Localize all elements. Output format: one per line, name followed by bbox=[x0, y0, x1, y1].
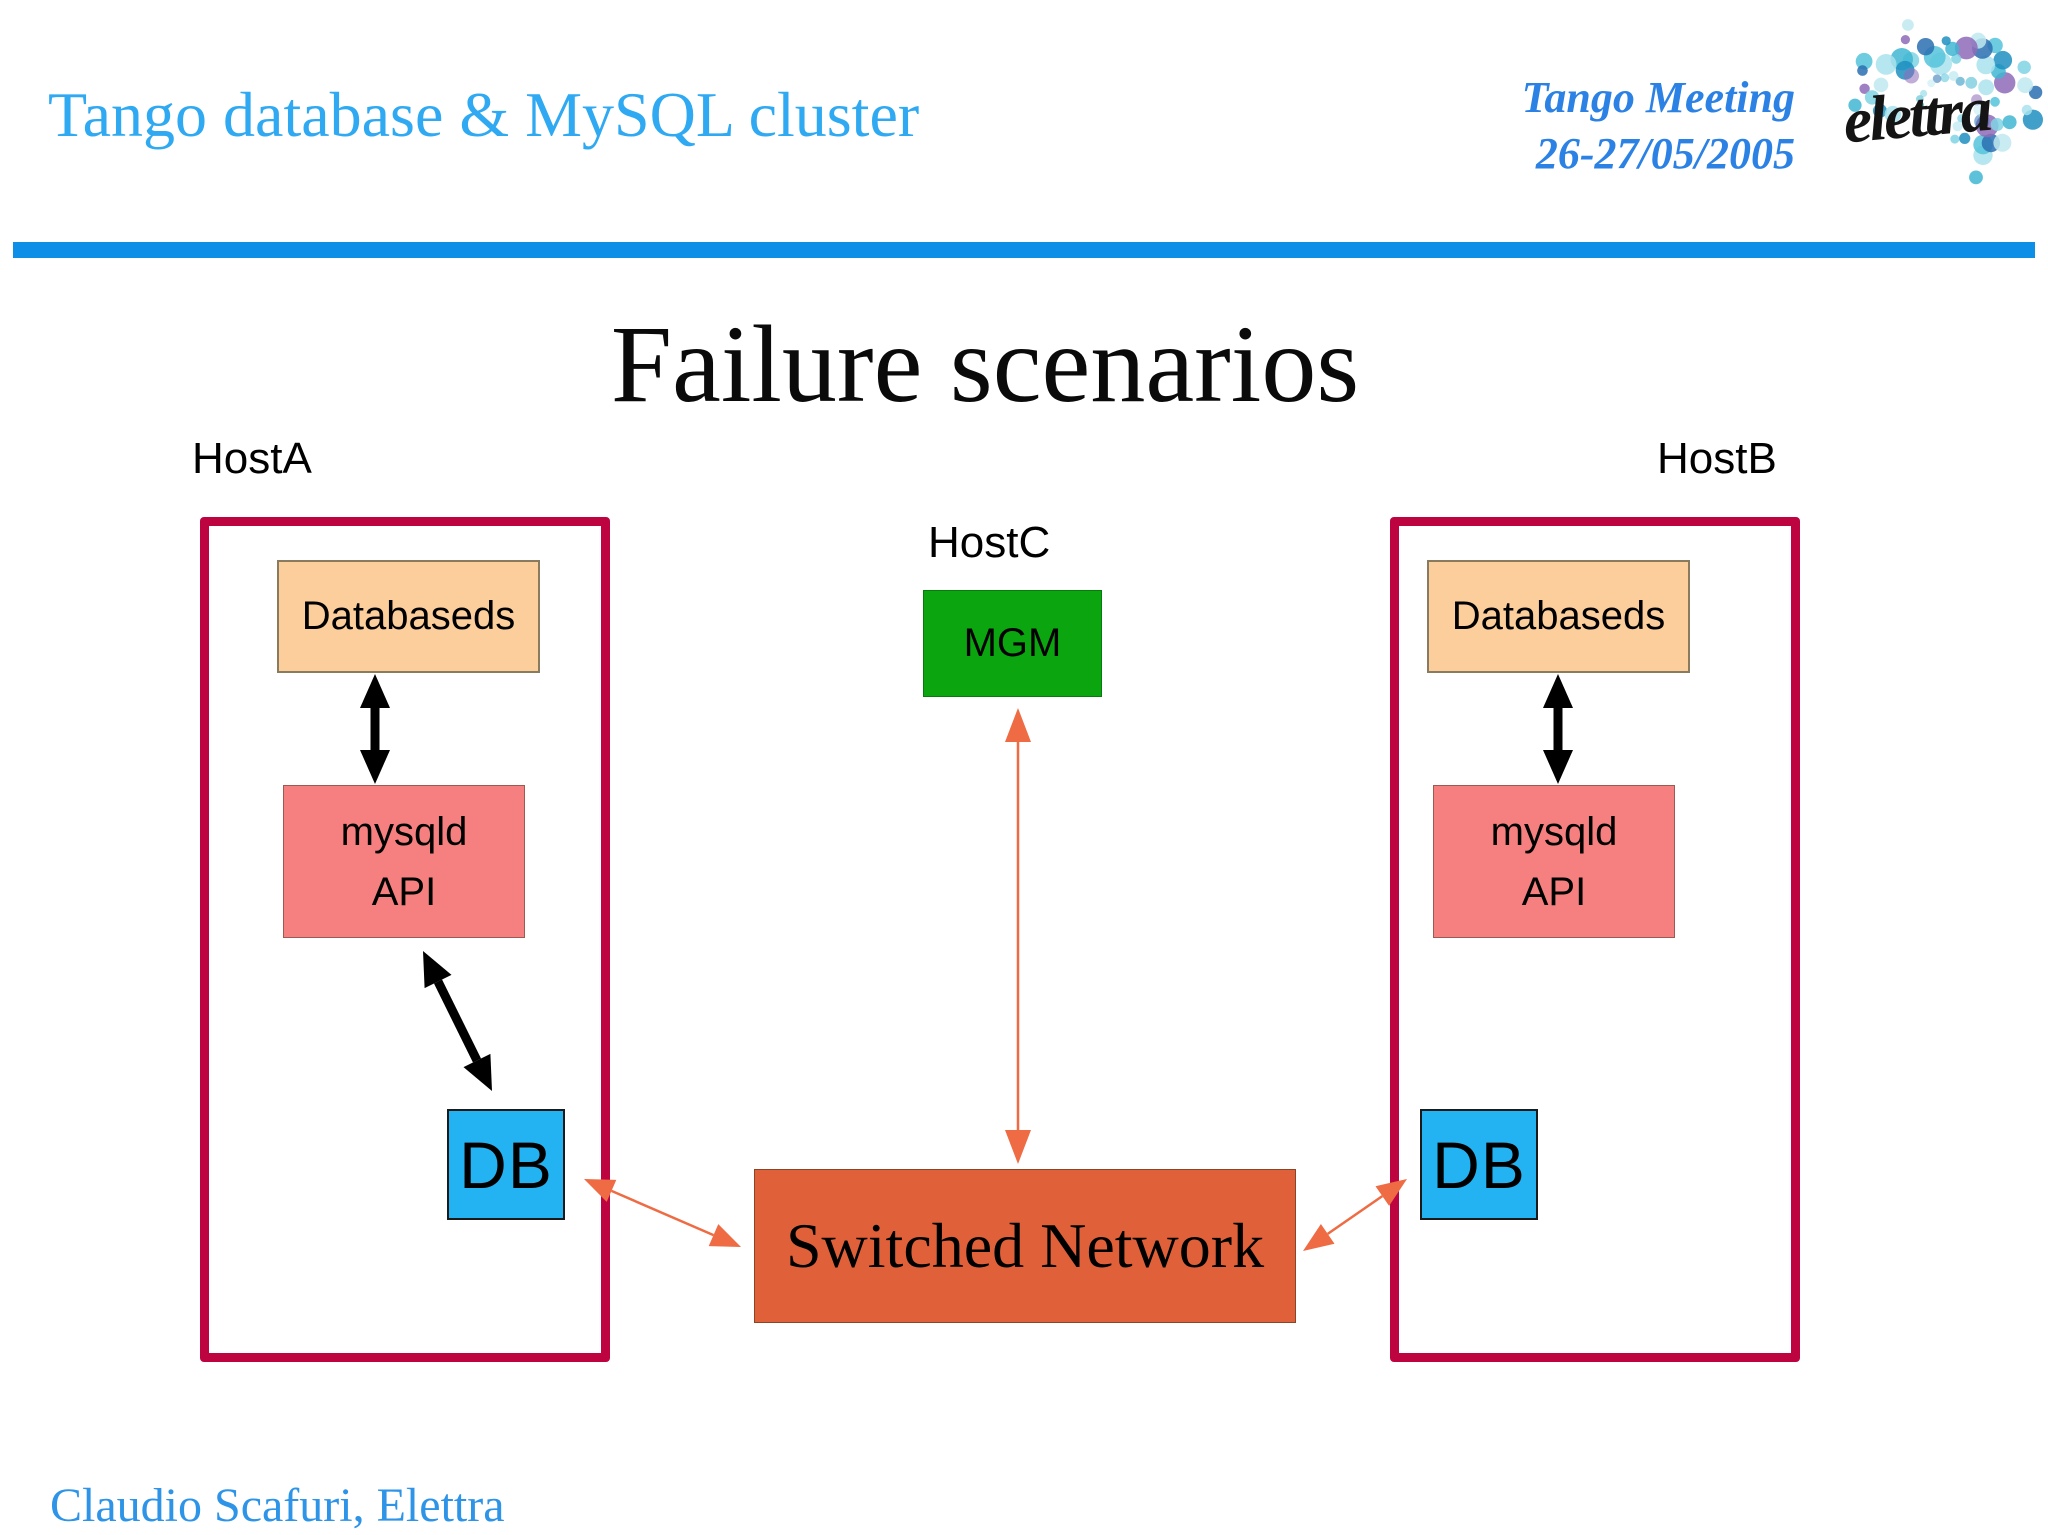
elettra-logo-dots bbox=[1848, 19, 2043, 185]
host-b-label: HostB bbox=[1657, 434, 1777, 483]
host-b-mysqld-api-node: mysqld API bbox=[1433, 785, 1675, 938]
host-c-mgm-label: MGM bbox=[963, 621, 1062, 665]
host-c-mgm-node: MGM bbox=[923, 590, 1102, 697]
author-footer: Claudio Scafuri, Elettra bbox=[50, 1479, 505, 1532]
elettra-logo: elettra bbox=[1840, 19, 2043, 185]
host-a-db-label: DB bbox=[459, 1127, 553, 1202]
host-a-db-node: DB bbox=[447, 1109, 565, 1220]
host-b-db-node: DB bbox=[1420, 1109, 1538, 1220]
elettra-logo-text: elettra bbox=[1840, 73, 1994, 157]
host-b-databaseds-label: Databaseds bbox=[1451, 594, 1666, 638]
host-a-mysqld-api-node: mysqld API bbox=[283, 785, 525, 938]
host-b-db-label: DB bbox=[1432, 1127, 1526, 1202]
host-b-mysqld-label: mysqld bbox=[1490, 809, 1618, 854]
host-a-mysqld-label: mysqld bbox=[340, 809, 468, 854]
switched-network-label: Switched Network bbox=[785, 1210, 1265, 1281]
arrow-mgm-network bbox=[1005, 708, 1031, 1164]
host-a-api-label: API bbox=[371, 869, 437, 914]
host-b-api-label: API bbox=[1521, 869, 1587, 914]
meeting-name: Tango Meeting bbox=[1521, 73, 1795, 122]
header-title: Tango database & MySQL cluster bbox=[48, 79, 920, 150]
header-divider-rule bbox=[13, 242, 2035, 258]
host-b-databaseds-node: Databaseds bbox=[1427, 560, 1690, 673]
meeting-date: 26-27/05/2005 bbox=[1535, 128, 1795, 178]
host-c-label: HostC bbox=[928, 518, 1051, 567]
host-a-databaseds-node: Databaseds bbox=[277, 560, 540, 673]
host-b-container bbox=[1390, 517, 1800, 1362]
host-a-databaseds-label: Databaseds bbox=[301, 594, 516, 638]
meeting-info: Tango Meeting 26-27/05/2005 bbox=[1450, 70, 1795, 182]
switched-network-node: Switched Network Switched Network bbox=[754, 1169, 1296, 1323]
host-a-container bbox=[200, 517, 610, 1362]
slide-title: Failure scenarios bbox=[610, 303, 1360, 425]
host-a-label: HostA bbox=[192, 434, 312, 483]
